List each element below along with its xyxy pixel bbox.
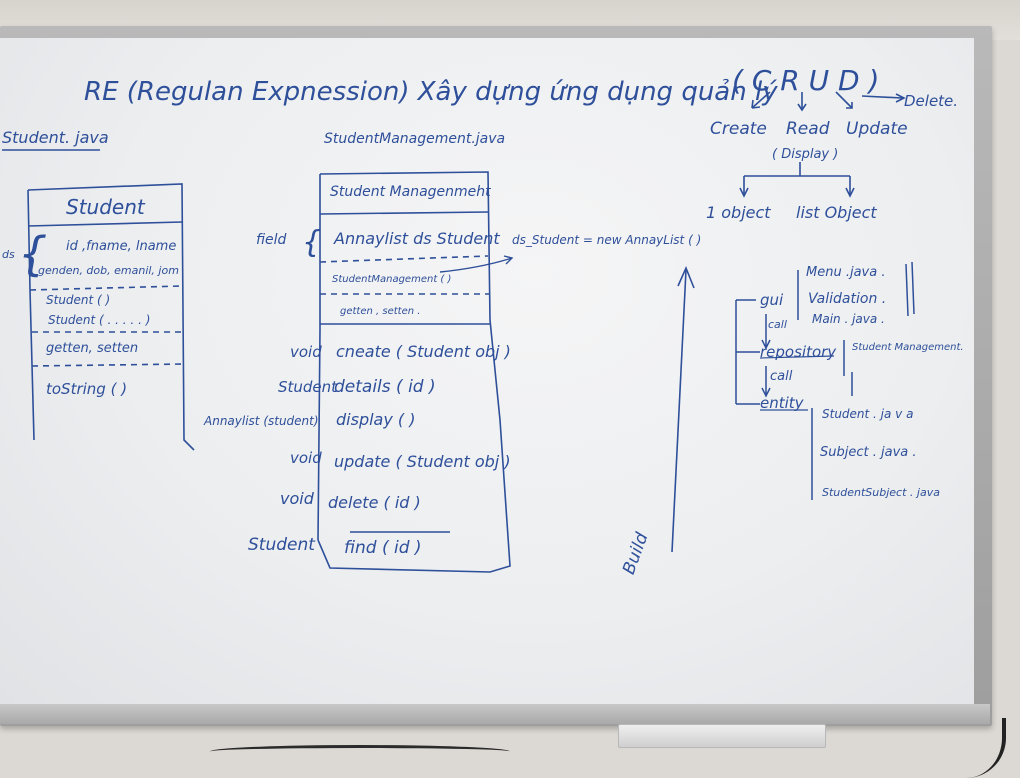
display-label: ( Display ) [772, 147, 838, 162]
one-object-label: 1 object [706, 203, 771, 222]
gui-file-2: Validation . [808, 291, 886, 307]
method-update: update ( Student obj ) [334, 452, 511, 471]
student-fields-1: id ,fname, lname [66, 239, 176, 254]
entity-file-1: Student . ja v a [822, 407, 913, 421]
repository-file-1: Student Management. [852, 342, 964, 353]
whiteboard-surface [0, 38, 974, 708]
cable [210, 745, 510, 758]
student-constructor-1: Student ( ) [46, 293, 110, 307]
heading-title: RE (Regulan Expnession) Xây dựng ứng dụn… [84, 77, 778, 107]
method-delete: delete ( id ) [328, 493, 421, 512]
build-arrow [671, 265, 695, 553]
crud-arrows [751, 91, 906, 112]
read-branch [739, 162, 855, 198]
gui-file-1: Menu .java . [806, 265, 885, 280]
student-filename: Student. java [2, 128, 109, 147]
crud-label: ( C R U D ) [732, 64, 879, 97]
new-arraylist-expression: ds_Student = new AnnayList ( ) [512, 233, 701, 247]
field-declaration: Annaylist ds Student [333, 229, 500, 248]
entity-file-3: StudentSubject . java [822, 486, 940, 499]
repository-call: call [770, 369, 793, 384]
package-repository: repository [760, 343, 837, 361]
delete-label: Delete. [904, 92, 958, 110]
student-class-name: Student [66, 195, 146, 219]
read-label: Read [786, 119, 830, 139]
student-left-label: ds [2, 248, 15, 261]
package-gui: gui [760, 291, 784, 309]
management-accessors: getten , setten . [340, 306, 420, 317]
list-object-label: list Object [796, 203, 877, 222]
gui-file-3: Main . java . [812, 312, 885, 326]
student-constructor-2: Student ( . . . . . ) [48, 313, 150, 327]
marker-tray [618, 724, 826, 748]
update-label: Update [846, 119, 908, 139]
student-class-box [27, 183, 195, 451]
method-create-return: void [290, 343, 322, 361]
method-delete-return: void [280, 489, 315, 508]
method-update-return: void [290, 449, 322, 467]
build-label: Build [619, 530, 652, 577]
method-find-return: Student [248, 535, 316, 555]
method-display: display ( ) [336, 410, 415, 429]
management-class-box [317, 171, 511, 573]
whiteboard-bottom-frame [0, 704, 990, 724]
student-accessors: getten, setten [46, 341, 138, 356]
field-label: field [256, 232, 287, 248]
svg-text:{: { [18, 227, 47, 281]
method-create: cneate ( Student obj ) [336, 342, 511, 361]
cable-right [962, 718, 1006, 778]
management-class-name: Student Managenmeht [330, 184, 491, 200]
create-label: Create [710, 119, 767, 139]
package-tree [735, 261, 915, 500]
student-tostring: toString ( ) [46, 380, 127, 398]
gui-call: call [768, 318, 787, 331]
svg-text:{: { [302, 225, 321, 260]
management-constructor: StudentManagement ( ) [332, 274, 451, 285]
method-details-return: Student [278, 378, 338, 396]
entity-file-2: Subject . java . [820, 445, 917, 460]
package-entity: entity [760, 394, 805, 412]
student-fields-2: genden, dob, emanil, jom [38, 264, 179, 277]
method-find: find ( id ) [344, 538, 422, 558]
method-display-return: Annaylist (student) [203, 414, 319, 428]
method-details: details ( id ) [334, 377, 436, 397]
management-filename: StudentManagement.java [324, 131, 505, 147]
